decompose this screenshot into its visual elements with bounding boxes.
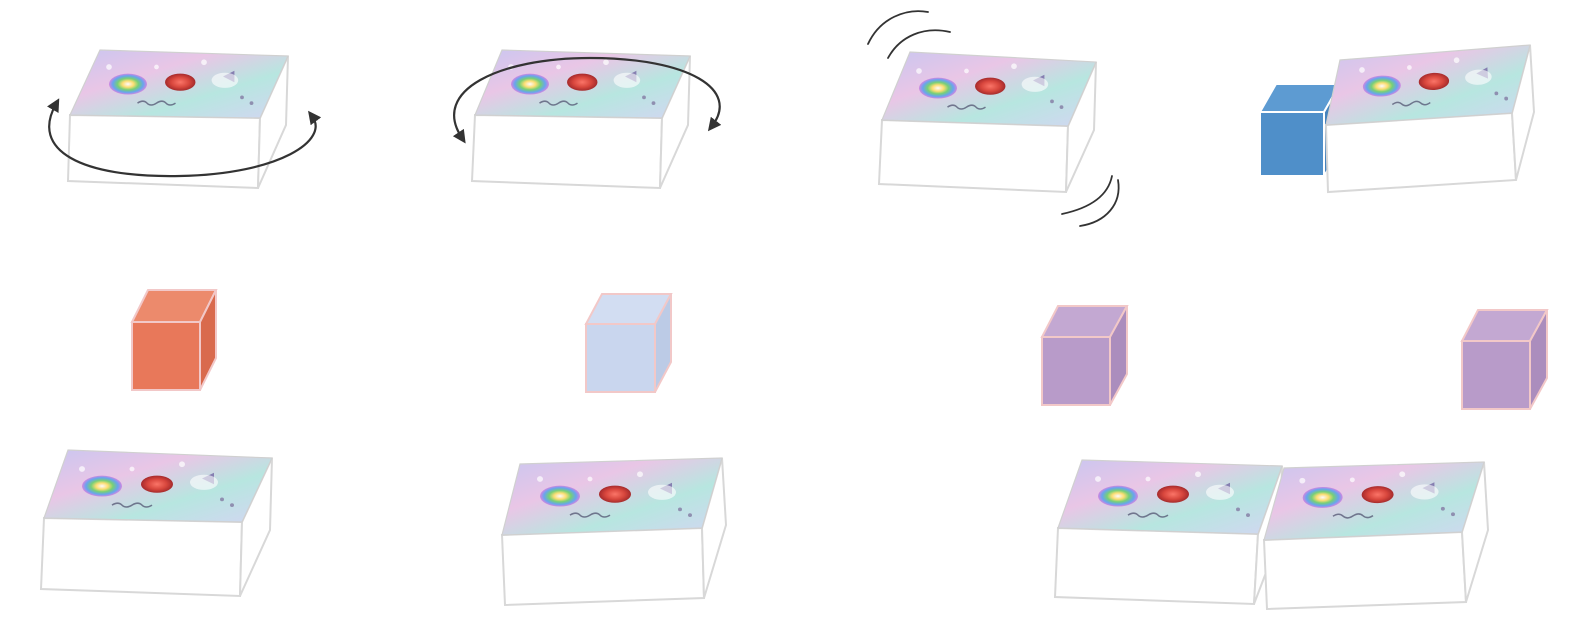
- textured-box-6: [500, 457, 728, 607]
- light-blue-cube: [584, 293, 673, 393]
- textured-box-pair: [1053, 459, 1490, 611]
- textured-box-3: [877, 51, 1097, 194]
- rotate-arrow-icon: [47, 98, 322, 178]
- textured-box-8: [1262, 461, 1490, 611]
- shake-motion-icon: [867, 10, 1120, 227]
- textured-box-5: [39, 449, 273, 598]
- purple-cube-2: [1460, 309, 1549, 410]
- textured-box-7: [1053, 459, 1283, 606]
- textured-box-4: [1324, 44, 1536, 194]
- purple-cube-1: [1040, 305, 1129, 406]
- rotate-arrow-icon: [452, 56, 722, 144]
- orange-cube: [130, 289, 218, 391]
